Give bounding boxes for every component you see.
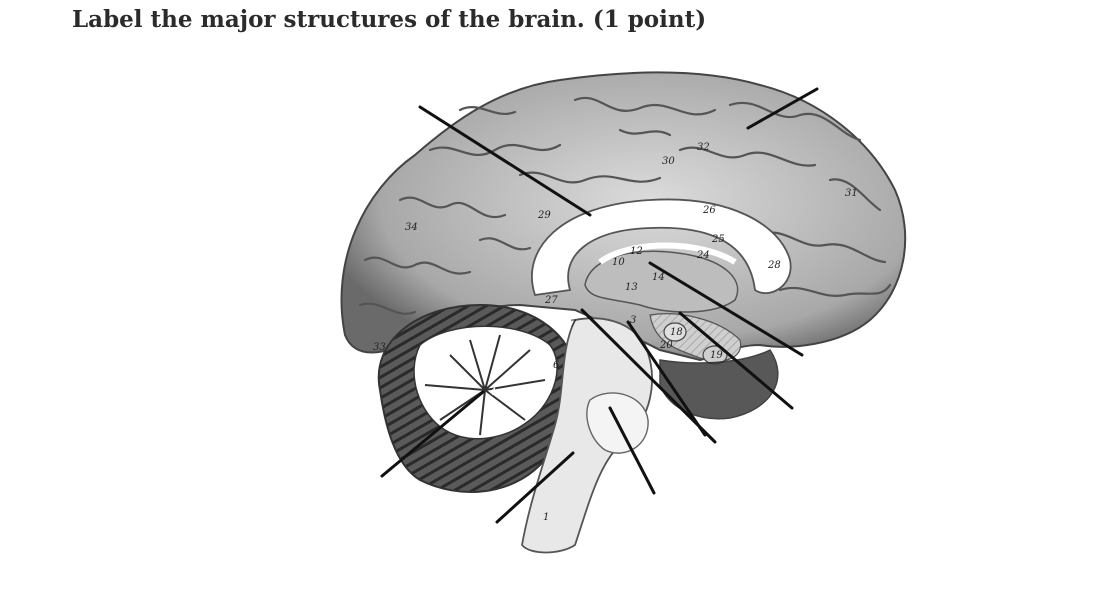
label-line-5 [580, 308, 717, 444]
svg-text:27: 27 [544, 295, 558, 306]
svg-text:26: 26 [702, 205, 716, 216]
gyri-lines [358, 97, 892, 315]
structure-numbers: 1 3 4 6 7 10 12 13 14 18 19 20 24 25 26 … [373, 142, 858, 523]
svg-text:29: 29 [537, 210, 551, 221]
arbor-branches [424, 334, 546, 436]
svg-text:1: 1 [543, 512, 549, 523]
svg-text:20: 20 [659, 340, 673, 351]
svg-text:7: 7 [570, 319, 577, 330]
label-line-2 [746, 87, 819, 130]
svg-text:3: 3 [630, 315, 636, 326]
svg-text:18: 18 [670, 327, 683, 338]
arbor-vitae [413, 325, 558, 440]
svg-text:34: 34 [405, 222, 418, 233]
fornix [598, 242, 737, 265]
svg-text:12: 12 [630, 246, 643, 257]
label-line-7 [608, 406, 656, 495]
svg-text:28: 28 [767, 260, 781, 271]
label-line-8 [380, 390, 485, 478]
svg-text:33: 33 [373, 342, 386, 353]
svg-text:19: 19 [710, 350, 723, 361]
label-line-1 [418, 105, 592, 217]
label-lines [380, 87, 819, 524]
svg-text:10: 10 [612, 257, 625, 268]
svg-text:4: 4 [489, 387, 496, 398]
svg-text:31: 31 [845, 188, 858, 199]
svg-text:32: 32 [697, 142, 710, 153]
svg-text:6: 6 [553, 360, 560, 371]
label-line-9 [495, 451, 575, 524]
thalamus-region [584, 250, 739, 313]
question-title: Label the major structures of the brain.… [72, 6, 707, 33]
corpus-callosum [531, 198, 792, 296]
label-line-6 [626, 320, 707, 437]
svg-text:25: 25 [711, 234, 725, 245]
svg-text:24: 24 [696, 250, 710, 261]
mammillary-body [663, 322, 687, 342]
svg-text:14: 14 [652, 272, 665, 283]
svg-text:13: 13 [625, 282, 638, 293]
svg-text:30: 30 [662, 156, 675, 167]
label-line-3 [648, 261, 804, 357]
label-line-4 [678, 311, 794, 410]
